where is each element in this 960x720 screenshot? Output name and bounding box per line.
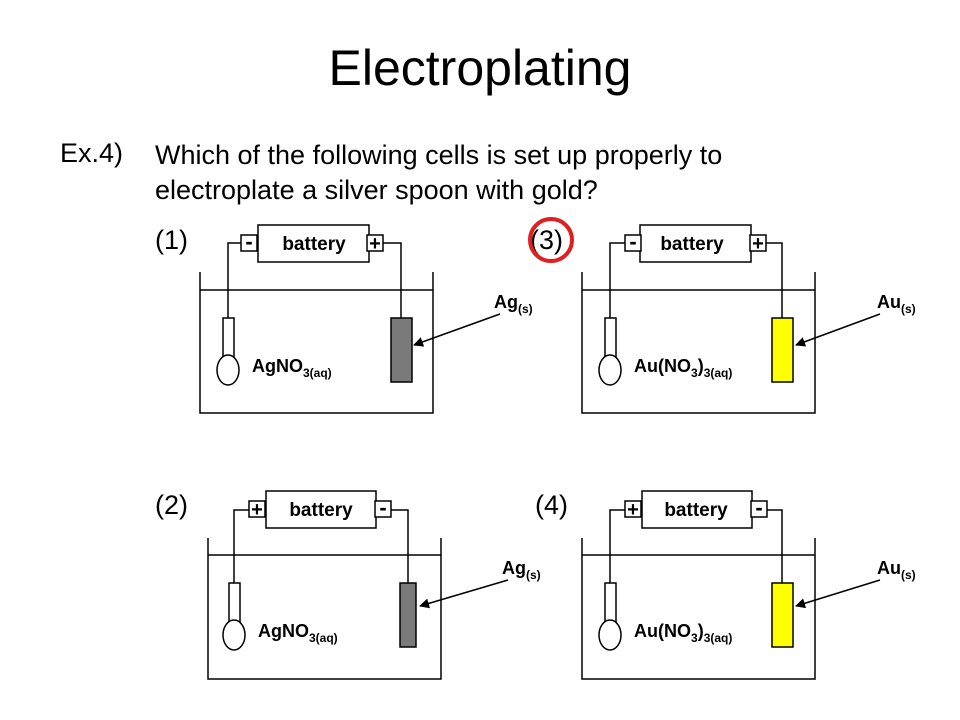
electrode-label: Au(s) bbox=[877, 292, 916, 316]
electrode-bar bbox=[390, 317, 413, 383]
question-text: Which of the following cells is set up p… bbox=[155, 140, 723, 205]
pointer-arrow bbox=[795, 579, 881, 609]
pointer-arrow bbox=[795, 313, 881, 347]
spoon-bowl bbox=[222, 619, 246, 651]
solution-label: Au(NO3)3(aq) bbox=[634, 621, 732, 645]
answer-circle bbox=[528, 217, 574, 263]
beaker bbox=[581, 272, 816, 414]
terminal-right-sign: + bbox=[752, 233, 764, 255]
terminal-left-sign: + bbox=[627, 499, 639, 521]
electrode-label: Ag(s) bbox=[494, 292, 533, 316]
electrode-bar bbox=[771, 317, 794, 383]
terminal-left-box bbox=[624, 500, 642, 518]
cell-1-label: (1) bbox=[155, 225, 188, 255]
battery-label: battery bbox=[664, 500, 728, 521]
electrode-bar bbox=[399, 582, 417, 648]
terminal-left-sign: - bbox=[629, 229, 636, 254]
slide-title: Electroplating bbox=[328, 40, 632, 96]
terminal-left-box bbox=[248, 500, 266, 518]
pointer-arrow bbox=[419, 579, 509, 609]
cell-4: + - battery Au(NO3)3(aq) Au(s) bbox=[581, 490, 916, 680]
solution-label: AgNO3(aq) bbox=[258, 621, 338, 645]
battery-label: battery bbox=[282, 234, 346, 255]
battery-label: battery bbox=[660, 234, 724, 255]
battery-box bbox=[265, 490, 377, 529]
battery-box bbox=[641, 490, 753, 529]
cell-3: - + battery Au(NO3)3(aq) Au(s) bbox=[581, 224, 916, 414]
terminal-right-box bbox=[749, 234, 767, 252]
beaker bbox=[199, 272, 434, 414]
beaker bbox=[581, 538, 816, 680]
battery-box bbox=[257, 224, 370, 263]
cell-3-label: (3) bbox=[530, 225, 563, 255]
terminal-left-sign: - bbox=[245, 229, 252, 254]
example-label: Ex.4) bbox=[60, 138, 124, 168]
beaker bbox=[207, 538, 442, 680]
cell-2: + - battery AgNO3(aq) Ag(s) bbox=[207, 490, 541, 680]
wire-left bbox=[609, 242, 640, 318]
spoon-bowl bbox=[598, 354, 622, 386]
terminal-right-sign: - bbox=[379, 495, 386, 520]
cell-2-label: (2) bbox=[155, 490, 188, 520]
cell-4-label: (4) bbox=[535, 490, 568, 520]
electrode-label: Ag(s) bbox=[502, 558, 541, 582]
terminal-right-sign: - bbox=[755, 495, 762, 520]
spoon-bowl bbox=[598, 619, 622, 651]
spoon-bowl bbox=[216, 354, 240, 386]
terminal-left-box bbox=[624, 234, 642, 252]
terminal-right-box bbox=[374, 500, 392, 518]
wire-right bbox=[376, 509, 409, 583]
electrode-label: Au(s) bbox=[877, 558, 916, 582]
terminal-left-box bbox=[240, 234, 258, 252]
pointer-arrow bbox=[413, 313, 501, 347]
battery-label: battery bbox=[289, 500, 353, 521]
solution-label: AgNO3(aq) bbox=[252, 356, 332, 380]
terminal-left-sign: + bbox=[251, 499, 263, 521]
terminal-right-box bbox=[366, 234, 384, 252]
terminal-right-sign: + bbox=[369, 233, 381, 255]
solution-label: Au(NO3)3(aq) bbox=[634, 356, 732, 380]
terminal-right-box bbox=[750, 500, 768, 518]
cell-1: - + battery AgNO3(aq) Ag(s) bbox=[199, 224, 533, 414]
wire-left bbox=[227, 242, 258, 318]
wire-right bbox=[752, 509, 783, 583]
electrode-bar bbox=[771, 582, 794, 648]
